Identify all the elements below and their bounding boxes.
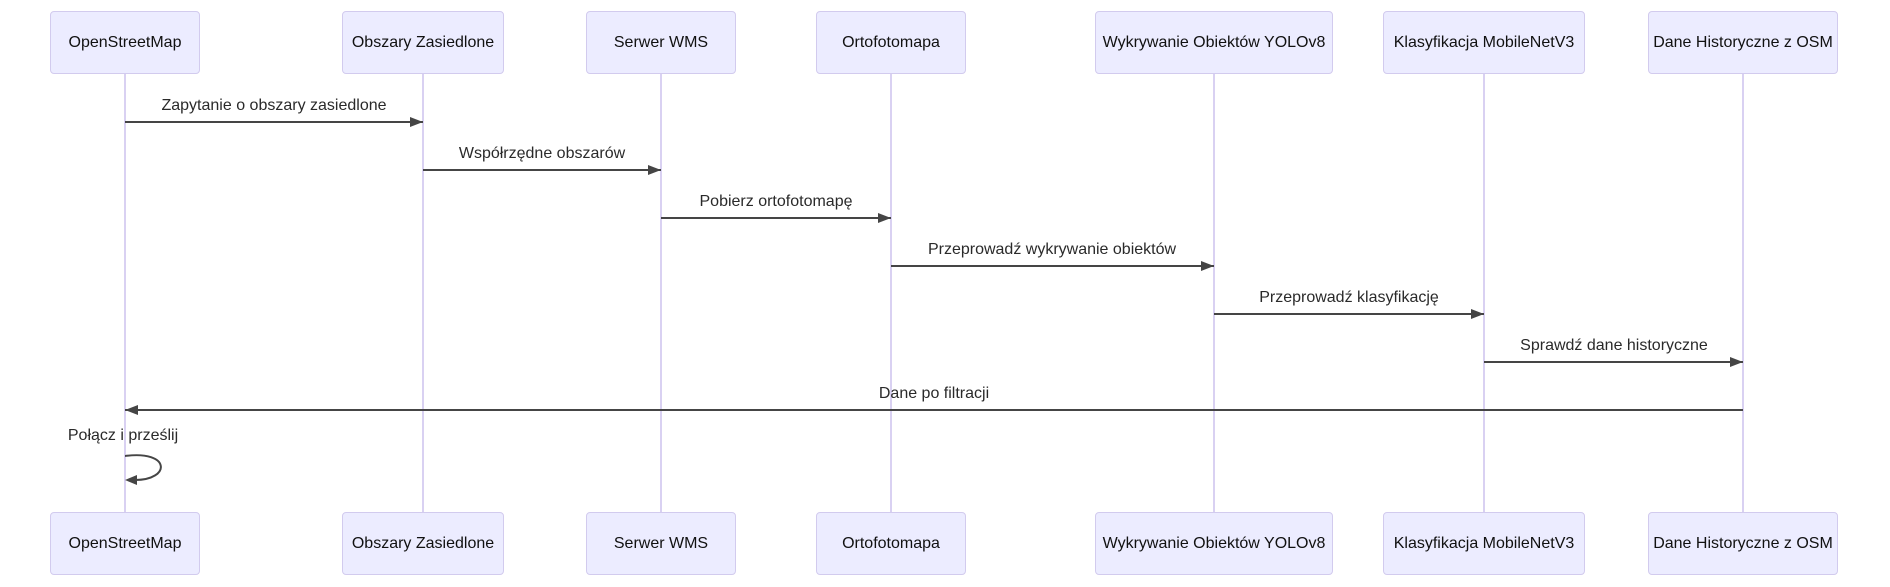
message-label: Przeprowadź wykrywanie obiektów <box>927 241 1177 258</box>
arrowhead-right-icon <box>1730 357 1743 367</box>
actor-label: Ortofotomapa <box>842 33 940 51</box>
actor-bottom-dane-historyczne-osm: Dane Historyczne z OSM <box>1648 512 1838 575</box>
message-line <box>423 169 661 171</box>
arrowhead-right-icon <box>1471 309 1484 319</box>
lifeline-wykrywanie-yolov8 <box>1213 74 1215 512</box>
arrowhead-right-icon <box>1201 261 1214 271</box>
arrowhead-right-icon <box>648 165 661 175</box>
actor-label: Ortofotomapa <box>842 534 940 552</box>
actor-label: Klasyfikacja MobileNetV3 <box>1393 33 1575 51</box>
actor-label: OpenStreetMap <box>68 534 182 552</box>
actor-label: Dane Historyczne z OSM <box>1653 534 1833 552</box>
message-label: Pobierz ortofotomapę <box>699 193 853 210</box>
actor-label: Serwer WMS <box>613 534 709 552</box>
message-label: Zapytanie o obszary zasiedlone <box>161 97 387 114</box>
actor-label: Obszary Zasiedlone <box>351 33 495 51</box>
message-line <box>125 121 423 123</box>
message-label: Przeprowadź klasyfikację <box>1259 289 1439 306</box>
actor-top-wykrywanie-yolov8: Wykrywanie Obiektów YOLOv8 <box>1095 11 1333 74</box>
lifeline-serwer-wms <box>660 74 662 512</box>
actor-label: Klasyfikacja MobileNetV3 <box>1393 534 1575 552</box>
actor-bottom-openstreetmap: OpenStreetMap <box>50 512 200 575</box>
message-label: Współrzędne obszarów <box>458 145 626 162</box>
message-line <box>1214 313 1484 315</box>
lifeline-obszary-zasiedlone <box>422 74 424 512</box>
actor-top-dane-historyczne-osm: Dane Historyczne z OSM <box>1648 11 1838 74</box>
actor-top-ortofotomapa: Ortofotomapa <box>816 11 966 74</box>
lifeline-klasyfikacja-mobilenetv3 <box>1483 74 1485 512</box>
actor-bottom-klasyfikacja-mobilenetv3: Klasyfikacja MobileNetV3 <box>1383 512 1585 575</box>
actor-top-openstreetmap: OpenStreetMap <box>50 11 200 74</box>
actor-label: Obszary Zasiedlone <box>351 534 495 552</box>
message-label: Dane po filtracji <box>878 385 990 402</box>
actor-bottom-serwer-wms: Serwer WMS <box>586 512 736 575</box>
message-line <box>125 409 1743 411</box>
lifeline-ortofotomapa <box>890 74 892 512</box>
actor-label: Serwer WMS <box>613 33 709 51</box>
actor-top-serwer-wms: Serwer WMS <box>586 11 736 74</box>
actor-label: OpenStreetMap <box>68 33 182 51</box>
message-line <box>661 217 891 219</box>
lifeline-dane-historyczne-osm <box>1742 74 1744 512</box>
arrowhead-right-icon <box>878 213 891 223</box>
actor-label: Dane Historyczne z OSM <box>1653 33 1833 51</box>
actor-bottom-ortofotomapa: Ortofotomapa <box>816 512 966 575</box>
actor-bottom-obszary-zasiedlone: Obszary Zasiedlone <box>342 512 504 575</box>
actor-label: Wykrywanie Obiektów YOLOv8 <box>1102 534 1326 552</box>
self-loop-arrow-icon <box>125 454 162 485</box>
actor-top-klasyfikacja-mobilenetv3: Klasyfikacja MobileNetV3 <box>1383 11 1585 74</box>
message-line <box>1484 361 1743 363</box>
lifeline-openstreetmap <box>124 74 126 512</box>
actor-bottom-wykrywanie-yolov8: Wykrywanie Obiektów YOLOv8 <box>1095 512 1333 575</box>
message-line <box>891 265 1214 267</box>
message-label: Połącz i prześlij <box>67 427 179 444</box>
message-label: Sprawdź dane historyczne <box>1520 337 1708 354</box>
arrowhead-left-icon <box>125 405 138 415</box>
arrowhead-right-icon <box>410 117 423 127</box>
actor-label: Wykrywanie Obiektów YOLOv8 <box>1102 33 1326 51</box>
actor-top-obszary-zasiedlone: Obszary Zasiedlone <box>342 11 504 74</box>
